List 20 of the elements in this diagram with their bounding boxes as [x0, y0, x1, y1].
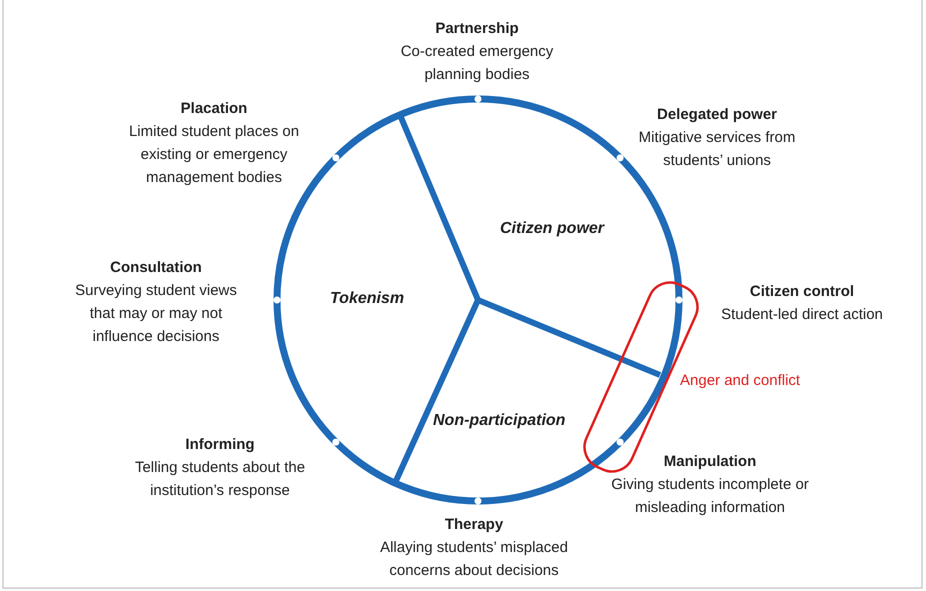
- rung-title: Manipulation: [662, 452, 758, 472]
- rung-description: Limited student places on existing or emergency management bodies: [128, 122, 300, 188]
- rung-title: Informing: [184, 435, 256, 455]
- rung-title: Partnership: [434, 19, 520, 39]
- annotation-text: Anger and conflict: [680, 372, 800, 389]
- rung-description: Co-created emergency planning bodies: [400, 42, 554, 85]
- rung-description: Telling students about the institution’s response: [134, 458, 306, 501]
- rung-title: Therapy: [444, 515, 504, 535]
- rung-title: Placation: [180, 99, 248, 119]
- rung-description: Student-led direct action: [720, 305, 884, 325]
- rung-description: Surveying student views that may or may not influence decisions: [74, 281, 238, 347]
- sector-label: Citizen power: [500, 220, 604, 238]
- rung-title: Citizen control: [748, 282, 856, 302]
- sector-label: Non-participation: [433, 412, 566, 430]
- sector-label: Tokenism: [330, 290, 404, 308]
- rung-title: Delegated power: [656, 105, 778, 125]
- rung-description: Mitigative services from students’ unions: [638, 128, 796, 171]
- rung-title: Consultation: [109, 258, 203, 278]
- rung-description: Allaying students’ misplaced concerns about decisions: [379, 538, 569, 581]
- rung-description: Giving students incomplete or misleading information: [610, 475, 810, 518]
